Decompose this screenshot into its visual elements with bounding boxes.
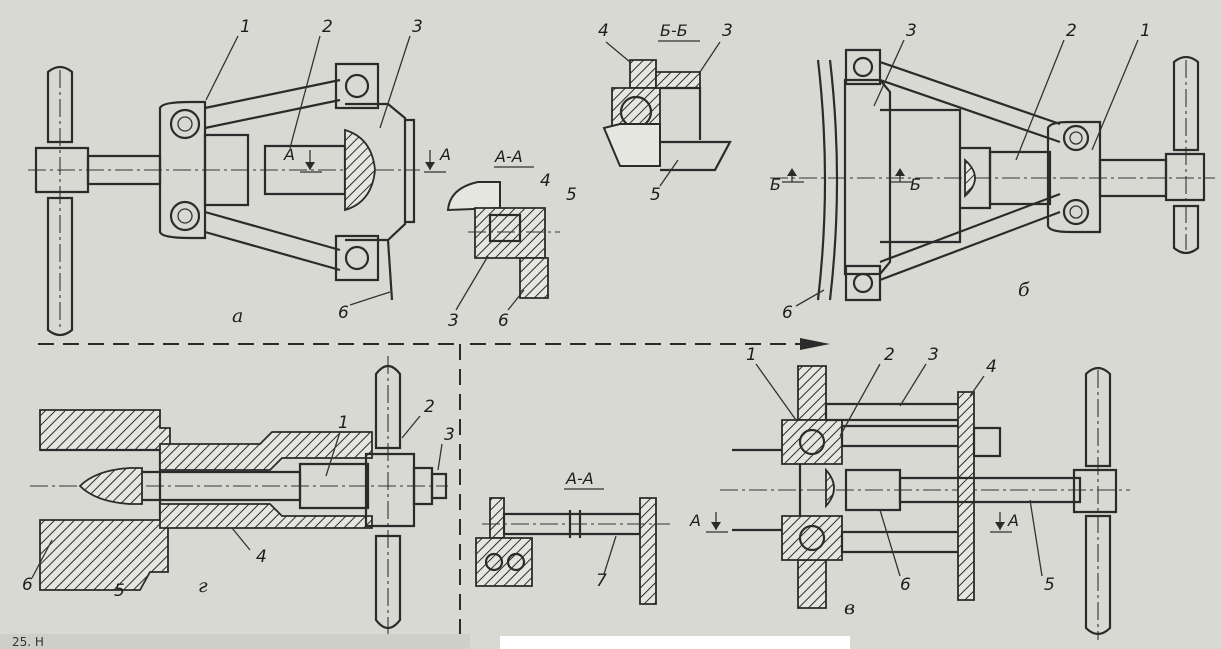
view-v: A A 1 2 3 4 5 6 в	[689, 345, 1130, 640]
label-b-3: 3	[906, 21, 917, 41]
footer-strip	[0, 634, 470, 649]
label-v-2: 2	[884, 345, 895, 365]
label-1: 1	[240, 17, 251, 37]
label-2: 2	[322, 17, 333, 37]
view-a: A A 1 2 3 6 а	[28, 17, 451, 337]
sec-a-label-4: 4	[540, 171, 551, 191]
view-b: Б Б 3 2 1 6 б	[770, 21, 1215, 323]
label-b-6: 6	[782, 303, 793, 323]
sec-v-label-7: 7	[596, 571, 607, 591]
section-mark-a2: A	[439, 145, 451, 164]
sec-b-label-4: 4	[598, 21, 609, 41]
sec-b-label-5: 5	[650, 185, 661, 205]
label-g-6: 6	[22, 575, 33, 595]
divider-horizontal	[38, 343, 800, 640]
footer-fragment: 25. Н	[12, 635, 44, 649]
label-g-3: 3	[444, 425, 455, 445]
label-6: 6	[338, 303, 349, 323]
section-a-a-bottom: А-А 7	[475, 469, 670, 605]
section-mark-b: Б	[770, 175, 781, 194]
sec-a-label-5: 5	[566, 185, 577, 205]
label-3: 3	[412, 17, 423, 37]
label-b-2: 2	[1066, 21, 1077, 41]
caption-g: г	[198, 575, 208, 597]
label-g-2: 2	[424, 397, 435, 417]
label-v-6: 6	[900, 575, 911, 595]
label-b-1: 1	[1140, 21, 1151, 41]
sec-a-label-3: 3	[448, 311, 459, 331]
label-v-1: 1	[746, 345, 757, 365]
label-v-4: 4	[986, 357, 997, 377]
view-g: 1 2 3 4 5 6 г	[22, 356, 455, 640]
label-g-1: 1	[338, 413, 349, 433]
label-v-5: 5	[1044, 575, 1055, 595]
caption-a: а	[232, 305, 243, 327]
label-v-3: 3	[928, 345, 939, 365]
section-title-a: А-А	[494, 147, 523, 166]
label-g-5: 5	[114, 581, 125, 601]
section-a-a-top: А-А 4 5 3 6	[446, 147, 577, 331]
section-mark-a: A	[283, 145, 295, 164]
sec-b-label-3: 3	[722, 21, 733, 41]
section-title-v: А-А	[565, 469, 594, 488]
section-mark-v: A	[689, 511, 701, 530]
section-b-b: Б-Б 4 3 5	[598, 21, 733, 205]
section-title-b: Б-Б	[660, 21, 688, 40]
arrow-head	[800, 338, 830, 350]
caption-b: б	[1018, 279, 1030, 301]
sec-a-label-6: 6	[498, 311, 509, 331]
section-mark-b2: Б	[910, 175, 921, 194]
page-blank	[500, 636, 850, 649]
caption-v: в	[844, 597, 855, 619]
label-g-4: 4	[256, 547, 267, 567]
section-mark-v2: A	[1007, 511, 1019, 530]
